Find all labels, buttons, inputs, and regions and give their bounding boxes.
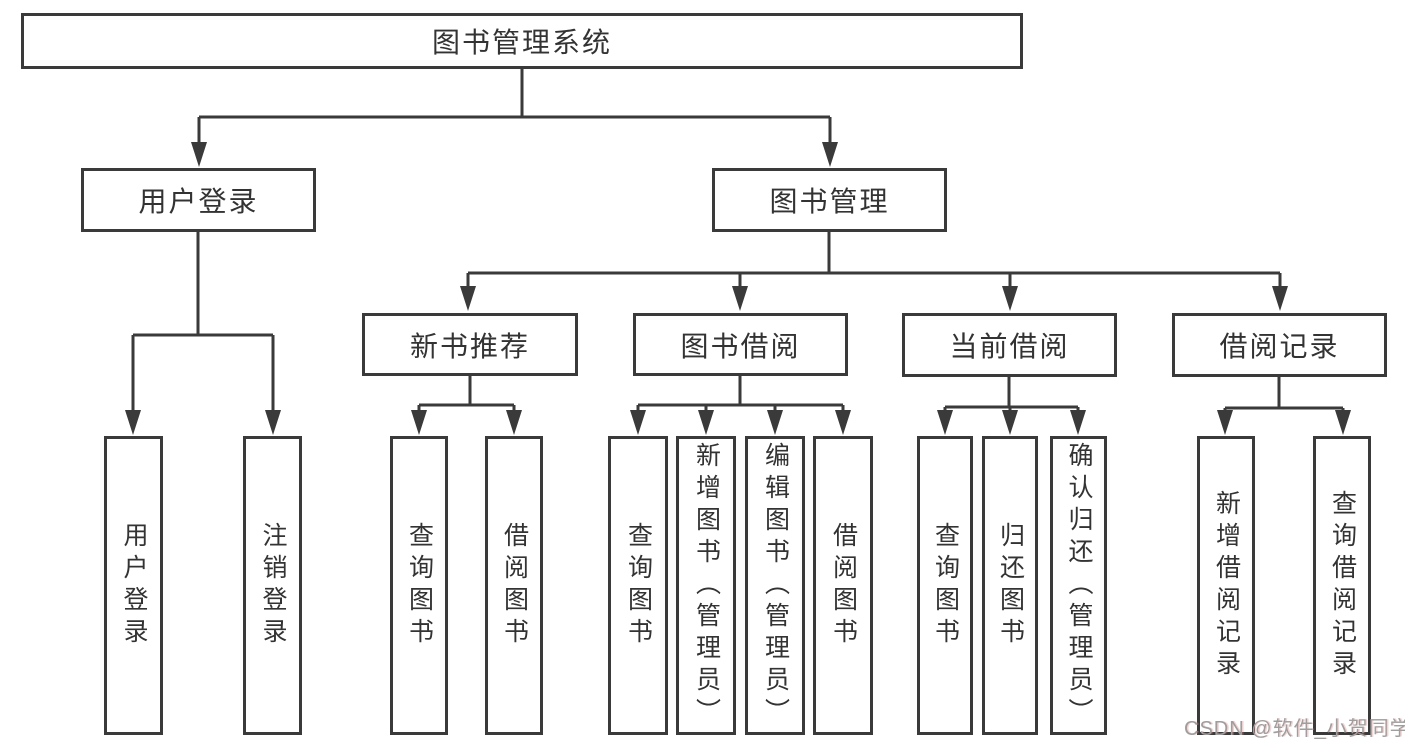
leaf-query-books-recommend: 查询图书 (390, 436, 448, 735)
leaf-query-books-current: 查询图书 (917, 436, 973, 735)
leaf-logout: 注销登录 (243, 436, 302, 735)
leaf-confirm-return-admin: 确认归还（管理员） (1050, 436, 1107, 735)
leaf-query-borrow-record: 查询借阅记录 (1313, 436, 1371, 735)
leaf-add-borrow-record: 新增借阅记录 (1197, 436, 1255, 735)
node-current-borrow: 当前借阅 (902, 313, 1117, 377)
leaf-return-book: 归还图书 (982, 436, 1038, 735)
node-user-login: 用户登录 (81, 168, 316, 232)
leaf-borrow-books-recommend: 借阅图书 (485, 436, 543, 735)
csdn-watermark: CSDN @软件_小贺同学 (1184, 718, 1405, 740)
leaf-user-login: 用户登录 (104, 436, 163, 735)
node-library-system: 图书管理系统 (21, 13, 1023, 69)
node-book-borrow: 图书借阅 (633, 313, 848, 376)
connector-lines (131, 69, 1345, 414)
leaf-query-books-borrow: 查询图书 (608, 436, 668, 735)
leaf-edit-book-admin: 编辑图书（管理员） (745, 436, 805, 735)
node-book-management: 图书管理 (712, 168, 947, 232)
connector-arrowheads (125, 142, 1351, 435)
node-new-book-recommend: 新书推荐 (362, 313, 578, 376)
node-borrow-records: 借阅记录 (1172, 313, 1387, 377)
leaf-borrow-books: 借阅图书 (813, 436, 873, 735)
leaf-add-book-admin: 新增图书（管理员） (676, 436, 736, 735)
